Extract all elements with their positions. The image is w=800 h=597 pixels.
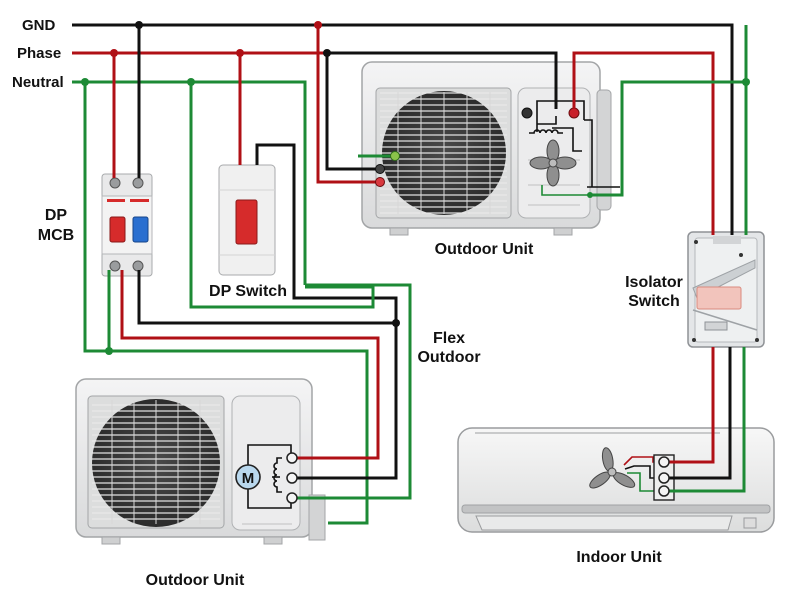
label-dp-mcb-line2: MCB <box>38 227 74 244</box>
dp-switch-rocker[interactable] <box>235 199 258 245</box>
junction-dot <box>392 319 400 327</box>
wire-mcb-out-phase <box>120 270 380 460</box>
wire-ground-to-top-terminal <box>327 51 558 109</box>
terminal-phase <box>658 456 670 468</box>
bus-line-ground <box>72 23 734 235</box>
indoor-unit-louver <box>475 515 733 531</box>
terminal-ground <box>286 472 298 484</box>
wire-isolator-ground-out <box>664 347 732 480</box>
label-isolator-line1: Isolator <box>625 274 683 291</box>
wire-isolator-neutral-out <box>664 347 746 493</box>
label-flex-line2: Outdoor <box>417 349 480 366</box>
terminal-phase <box>286 452 298 464</box>
mcb-screw <box>132 177 144 189</box>
fan-icon <box>529 139 577 187</box>
indoor-unit <box>457 427 775 533</box>
dp-mcb[interactable] <box>101 173 153 277</box>
junction-dot <box>236 49 244 57</box>
motor-wiring <box>247 444 292 470</box>
indoor-unit-trim <box>461 504 771 514</box>
terminal-phase <box>375 177 385 187</box>
outdoor-unit-bottom: M <box>75 378 326 545</box>
isolator-lever[interactable] <box>696 286 742 310</box>
wire-neutral-left <box>83 82 369 525</box>
label-indoor-unit: Indoor Unit <box>576 549 662 566</box>
terminal-neutral <box>286 492 298 504</box>
junctions <box>81 21 750 355</box>
terminal-neutral <box>658 485 670 497</box>
outdoor-unit-top-terminal-block <box>536 100 593 187</box>
outdoor-unit-bottom-foot-right <box>263 536 283 545</box>
junction-dot <box>105 347 113 355</box>
junction-dot <box>587 192 593 198</box>
indoor-unit-terminals <box>658 456 670 497</box>
outdoor-unit-top-side-terminals <box>375 151 400 187</box>
wire-neutral-dp-switch <box>189 82 375 309</box>
mcb-toggle-phase[interactable] <box>109 216 126 243</box>
fan-icon <box>589 447 636 489</box>
wire-phase-to-top-unit <box>316 25 380 184</box>
outdoor-unit-top-foot-right <box>553 227 573 236</box>
junction-dot <box>110 49 118 57</box>
junction-dot <box>81 78 89 86</box>
label-flex-line1: Flex <box>433 330 465 347</box>
mcb-screw <box>132 260 144 272</box>
outdoor-unit-top-side <box>596 89 612 211</box>
terminal-neutral <box>390 151 400 161</box>
label-outdoor-unit-bottom: Outdoor Unit <box>146 572 245 589</box>
junction-dot <box>135 21 143 29</box>
junction-dot <box>742 78 750 86</box>
label-gnd: GND <box>22 17 56 34</box>
coil-icon <box>529 129 563 134</box>
wire-ground-to-top-unit <box>325 53 380 171</box>
indoor-neutral-internal <box>627 472 664 492</box>
terminal-ground <box>658 472 670 484</box>
label-outdoor-unit-top: Outdoor Unit <box>435 241 534 258</box>
wire-neutral-to-top-unit <box>590 80 746 197</box>
junction-dot <box>314 21 322 29</box>
label-phase: Phase <box>17 45 61 62</box>
outdoor-unit-bottom-terminals <box>286 452 298 504</box>
junction-dot <box>187 78 195 86</box>
wire-isolator-phase-out <box>664 347 715 464</box>
junction-dot <box>323 49 331 57</box>
motor-symbol: M <box>242 470 255 487</box>
coil-icon <box>272 457 282 493</box>
outdoor-unit-bottom-foot-left <box>101 536 121 545</box>
outdoor-unit-bottom-side <box>308 494 326 541</box>
mcb-toggle-neutral[interactable] <box>132 216 149 243</box>
terminal-ground <box>521 107 533 119</box>
outdoor-unit-bottom-panel <box>231 395 301 531</box>
dp-switch[interactable] <box>218 164 276 276</box>
bus-line-neutral <box>72 80 307 285</box>
outdoor-unit-top-foot-left <box>389 227 409 236</box>
label-isolator-line2: Switch <box>628 293 680 310</box>
wire-phase-to-isolator <box>572 51 715 235</box>
terminal-ground <box>375 164 385 174</box>
wire-dp-switch-out <box>255 143 398 323</box>
mcb-screw <box>109 260 121 272</box>
label-dp-switch: DP Switch <box>209 283 287 300</box>
terminal-phase <box>568 107 580 119</box>
label-dp-mcb-line1: DP <box>45 207 68 224</box>
label-neutral: Neutral <box>12 74 64 91</box>
outdoor-unit-top <box>361 61 620 236</box>
indoor-unit-display <box>743 517 757 529</box>
wire-neutral-to-bottom-unit <box>292 283 412 500</box>
mcb-screw <box>109 177 121 189</box>
motor-icon: M <box>235 464 261 490</box>
isolator-switch[interactable] <box>687 231 765 348</box>
